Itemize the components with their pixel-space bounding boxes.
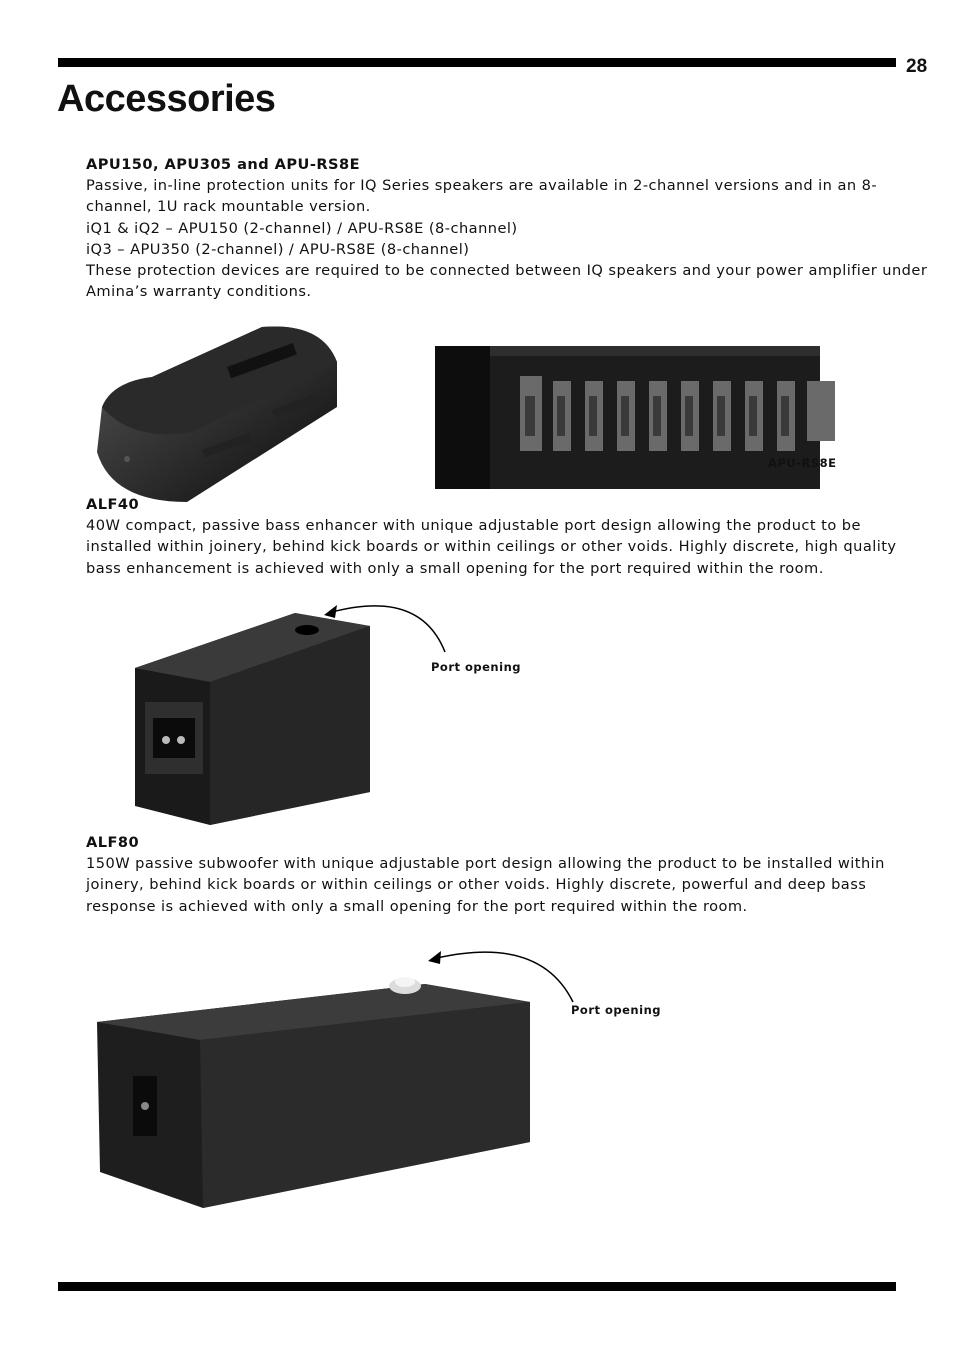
page-title: Accessories (57, 78, 276, 120)
alf40-section: ALF40 40W compact, passive bass enhancer… (86, 494, 931, 579)
apu-line-4: These protection devices are required to… (86, 262, 928, 301)
alf80-port-arrow (428, 951, 574, 1003)
apu-rs8e-rack-image (435, 346, 835, 489)
alf40-port-arrow (324, 605, 446, 653)
alf80-unit-image (97, 977, 530, 1208)
alf40-body: 40W compact, passive bass enhancer with … (86, 517, 897, 577)
apu-heading: APU150, APU305 and APU-RS8E (86, 156, 360, 173)
alf80-body: 150W passive subwoofer with unique adjus… (86, 855, 885, 915)
apu150-unit-image (97, 326, 337, 502)
alf40-unit-image (135, 613, 370, 825)
apu-rs8e-caption: APU-RS8E (768, 456, 837, 470)
apu-line-1: Passive, in-line protection units for IQ… (86, 177, 878, 216)
apu-line-3: iQ3 – APU350 (2-channel) / APU-RS8E (8-c… (86, 240, 470, 258)
top-rule (58, 58, 896, 67)
alf40-port-caption: Port opening (431, 660, 521, 674)
alf80-port-caption: Port opening (571, 1003, 661, 1017)
alf80-heading: ALF80 (86, 834, 140, 851)
alf40-heading: ALF40 (86, 496, 140, 513)
alf80-section: ALF80 150W passive subwoofer with unique… (86, 832, 931, 917)
page-number: 28 (906, 56, 928, 77)
apu-line-2: iQ1 & iQ2 – APU150 (2-channel) / APU-RS8… (86, 219, 518, 237)
apu-section: APU150, APU305 and APU-RS8E Passive, in-… (86, 154, 931, 302)
bottom-rule (58, 1282, 896, 1291)
